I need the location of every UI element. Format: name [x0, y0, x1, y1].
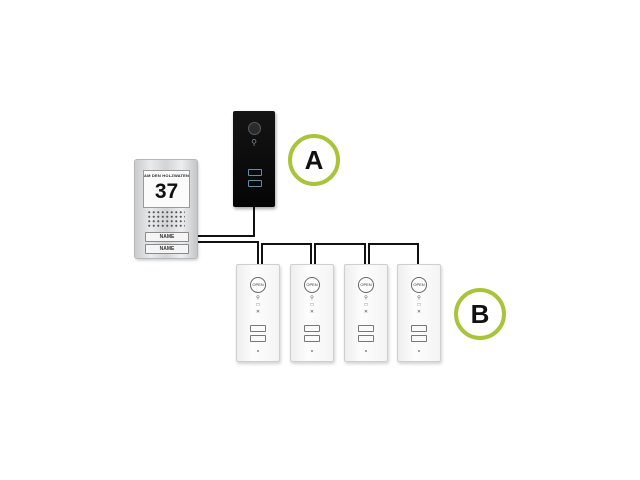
mute-icon: ✕: [309, 309, 315, 315]
bell-button-2: NAME: [145, 244, 189, 254]
function-key-2: [250, 335, 266, 342]
light-icon: □: [256, 302, 260, 308]
open-button: OPEN: [358, 277, 374, 293]
camera-lens-icon: [248, 122, 261, 135]
indoor-unit-4: OPEN ⚲ □ ✕: [397, 264, 441, 362]
light-icon: □: [417, 302, 421, 308]
indoor-unit-2: OPEN ⚲ □ ✕: [290, 264, 334, 362]
speaker-grille: [147, 210, 185, 228]
mute-icon: ✕: [416, 309, 422, 315]
key-icon: ⚲: [417, 295, 421, 301]
status-led: [418, 350, 420, 352]
function-key-1: [304, 325, 320, 332]
key-icon: ⚲: [251, 138, 257, 147]
indoor-unit-1: OPEN ⚲ □ ✕: [236, 264, 280, 362]
key-icon: ⚲: [256, 295, 260, 301]
function-key-1: [411, 325, 427, 332]
indoor-unit-3: OPEN ⚲ □ ✕: [344, 264, 388, 362]
function-key-1: [250, 325, 266, 332]
wire-to-indoor-bus: [197, 241, 259, 264]
function-key-1: [358, 325, 374, 332]
key-icon: ⚲: [310, 295, 314, 301]
label-a-badge: A: [288, 134, 340, 186]
function-key-2: [358, 335, 374, 342]
status-led: [257, 350, 259, 352]
function-key-2: [304, 335, 320, 342]
open-button: OPEN: [250, 277, 266, 293]
street-name: AM DEN HOLZWATEN: [144, 173, 189, 178]
open-button: OPEN: [411, 277, 427, 293]
wire-bus-2-3: [314, 243, 366, 264]
video-bell-button-1: [248, 169, 262, 176]
status-led: [311, 350, 313, 352]
wire-bus-1-2: [261, 243, 312, 264]
outdoor-door-station: AM DEN HOLZWATEN 37 NAME NAME: [135, 160, 197, 258]
label-b-badge: B: [454, 288, 506, 340]
mute-icon: ✕: [255, 309, 261, 315]
status-led: [365, 350, 367, 352]
mute-icon: ✕: [363, 309, 369, 315]
light-icon: □: [310, 302, 314, 308]
function-key-2: [411, 335, 427, 342]
light-icon: □: [364, 302, 368, 308]
video-door-station: ⚲: [233, 111, 275, 207]
house-number-plate: AM DEN HOLZWATEN 37: [143, 170, 190, 208]
bell-button-1: NAME: [145, 232, 189, 242]
video-bell-button-2: [248, 180, 262, 187]
house-number: 37: [154, 180, 179, 203]
open-button: OPEN: [304, 277, 320, 293]
key-icon: ⚲: [364, 295, 368, 301]
wire-to-video-station: [197, 207, 255, 237]
wire-bus-3-4: [368, 243, 419, 264]
